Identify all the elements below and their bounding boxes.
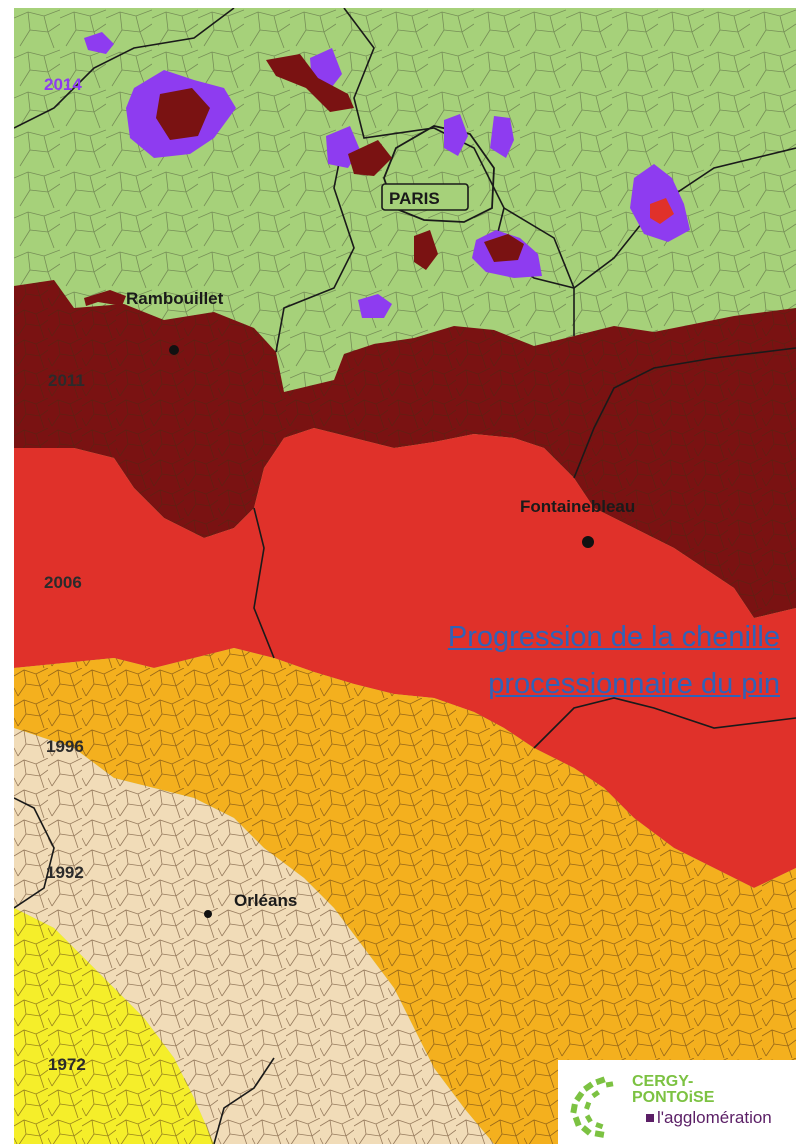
city-label-fontainebleau: Fontainebleau [520,497,635,516]
caption-link-line-1[interactable]: Progression de la chenille [447,621,780,653]
outbreak-patches [84,32,690,318]
year-label-2011: 2011 [48,371,85,390]
year-label-2006: 2006 [44,573,82,592]
city-dot-rambouillet [169,345,179,355]
city-label-orleans: Orléans [234,891,297,910]
city-dot-fontainebleau [582,536,594,548]
caption-link-line-2[interactable]: processionnaire du pin [488,668,780,700]
infestation-map: 2014 2011 2006 1996 1992 1972 PARIS Ramb… [14,8,796,1144]
zone-2006 [14,428,796,888]
logo-brand-line-1: CERGY- [632,1073,694,1090]
paris-label-box [381,183,469,211]
map-canvas: 2014 2011 2006 1996 1992 1972 PARIS Ramb… [14,8,796,1144]
year-label-1992: 1992 [46,863,84,882]
year-label-1996: 1996 [46,737,84,756]
city-label-rambouillet: Rambouillet [126,289,224,308]
agglomeration-logo: CERGY- PONTOiSE l'agglomération [558,1060,796,1144]
logo-tagline-row: l'agglomération [646,1108,772,1128]
logo-tagline: l'agglomération [657,1108,772,1127]
city-dot-orleans [204,910,212,918]
logo-mark-icon [570,1076,614,1138]
logo-brand-line-2: PONTOiSE [632,1089,715,1106]
year-label-1972: 1972 [48,1055,86,1074]
year-label-2014: 2014 [44,75,82,94]
logo-square-icon [646,1114,654,1122]
city-label-paris: PARIS [389,189,440,208]
